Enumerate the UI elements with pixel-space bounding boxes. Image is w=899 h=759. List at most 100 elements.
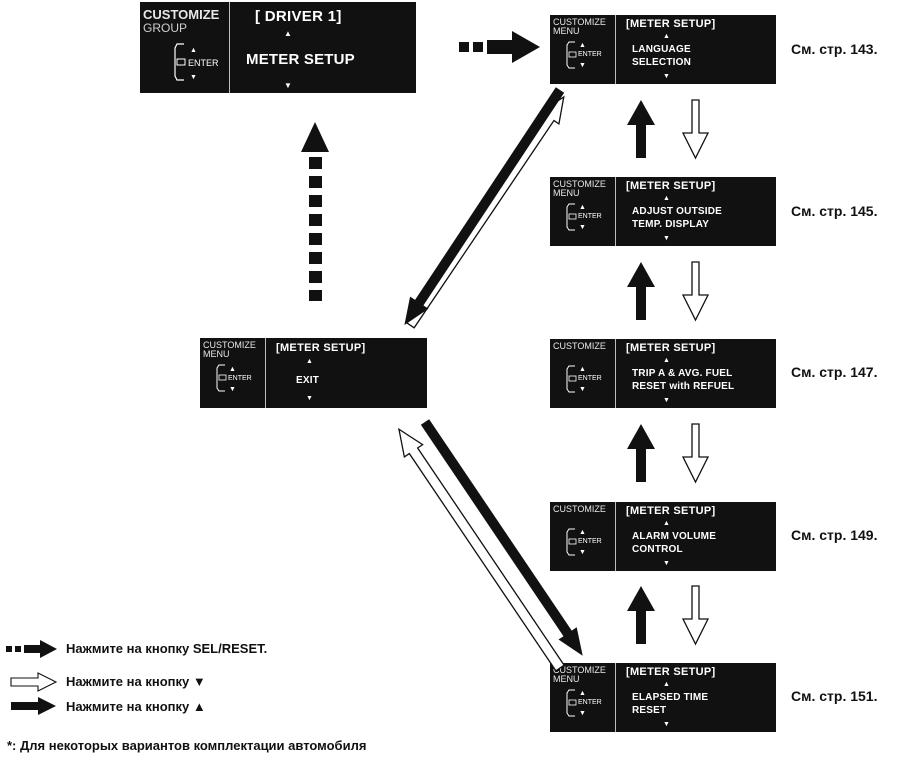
screen-header: [METER SETUP] <box>626 18 716 30</box>
up-triangle-icon: ▲ <box>579 204 586 211</box>
screen-line-2: RESET <box>632 705 667 716</box>
down-triangle-icon: ▼ <box>663 721 670 728</box>
enter-label: ENTER <box>578 538 602 545</box>
customize-group-screen: CUSTOMIZE GROUP ▲ ENTER ▼ [ DRIVER 1] ▲ … <box>140 2 416 93</box>
down-triangle-icon: ▼ <box>229 386 236 393</box>
legend-down-text: Нажмите на кнопку ▼ <box>66 674 206 689</box>
screen-header: [METER SETUP] <box>626 666 716 678</box>
page-reference: См. стр. 149. <box>791 527 878 543</box>
menu-label: MENU <box>553 188 580 198</box>
up-triangle-icon: ▲ <box>284 29 292 38</box>
screen-line-1: TRIP A & AVG. FUEL <box>632 368 733 379</box>
down-triangle-icon: ▼ <box>663 73 670 80</box>
screen-header: [METER SETUP] <box>276 342 366 354</box>
screen-divider <box>229 2 230 93</box>
up-triangle-icon: ▲ <box>663 33 670 40</box>
legend-solid-arrow-icon <box>11 697 56 715</box>
down-triangle-icon: ▼ <box>663 235 670 242</box>
up-triangle-icon: ▲ <box>190 47 197 54</box>
page-reference: См. стр. 145. <box>791 203 878 219</box>
down-triangle-icon: ▼ <box>663 397 670 404</box>
up-triangle-icon: ▲ <box>229 366 236 373</box>
up-triangle-icon: ▲ <box>579 42 586 49</box>
screen-line-1: ADJUST OUTSIDE <box>632 206 723 217</box>
up-triangle-icon: ▲ <box>663 681 670 688</box>
customize-label: CUSTOMIZE <box>553 17 606 27</box>
enter-label: ENTER <box>578 375 602 382</box>
screen-header: [ DRIVER 1] <box>255 8 342 25</box>
up-triangle-icon: ▲ <box>579 690 586 697</box>
down-triangle-icon: ▼ <box>579 710 586 717</box>
page-reference: См. стр. 151. <box>791 688 878 704</box>
up-triangle-icon: ▲ <box>579 366 586 373</box>
screen-line-2: SELECTION <box>632 57 692 68</box>
up-triangle-icon: ▲ <box>306 358 313 365</box>
vertical-arrow-pair <box>627 261 710 322</box>
up-triangle-icon: ▲ <box>663 195 670 202</box>
up-triangle-icon: ▲ <box>579 529 586 536</box>
up-triangle-icon: ▲ <box>663 357 670 364</box>
customize-label: CUSTOMIZE <box>553 341 606 351</box>
screen-header: [METER SETUP] <box>626 342 716 354</box>
customize-label: CUSTOMIZE <box>553 504 606 514</box>
screen-line-1: METER SETUP <box>246 51 355 68</box>
screen-divider <box>265 338 266 408</box>
up-triangle-icon: ▲ <box>663 520 670 527</box>
menu-screen: CUSTOMIZE ▲ ENTER ▼ [METER SETUP] ▲ ALAR… <box>550 502 776 571</box>
group-label: GROUP <box>143 21 188 35</box>
menu-label: MENU <box>553 674 580 684</box>
screen-divider <box>615 502 616 571</box>
screen-line-2: TEMP. DISPLAY <box>632 219 710 230</box>
steering-switch-icon <box>566 528 577 556</box>
dashed-up-arrow <box>301 122 329 301</box>
screen-header: [METER SETUP] <box>626 180 716 192</box>
legend-sel-reset-icon <box>6 640 57 658</box>
enter-label: ENTER <box>578 699 602 706</box>
screen-divider <box>615 15 616 84</box>
legend-hollow-arrow-icon <box>10 672 58 692</box>
down-triangle-icon: ▼ <box>579 549 586 556</box>
screen-line-1: EXIT <box>296 375 320 386</box>
down-triangle-icon: ▼ <box>579 386 586 393</box>
customize-label: CUSTOMIZE <box>143 7 220 22</box>
down-triangle-icon: ▼ <box>190 74 197 81</box>
diagonal-hollow-arrow <box>398 427 566 672</box>
steering-switch-icon <box>566 203 577 231</box>
screen-line-2: CONTROL <box>632 544 683 555</box>
steering-switch-icon <box>566 41 577 69</box>
steering-switch-icon <box>566 689 577 717</box>
steering-switch-icon <box>216 364 227 392</box>
customize-label: CUSTOMIZE <box>553 665 606 675</box>
sel-reset-arrow <box>459 31 540 63</box>
vertical-arrow-pair <box>627 423 710 484</box>
customize-label: CUSTOMIZE <box>203 340 256 350</box>
screen-header: [METER SETUP] <box>626 505 716 517</box>
legend-up-text: Нажмите на кнопку ▲ <box>66 699 206 714</box>
steering-switch-icon <box>566 365 577 393</box>
menu-screen: CUSTOMIZE MENU ▲ ENTER ▼ [METER SETUP] ▲… <box>550 177 776 246</box>
exit-screen: CUSTOMIZE MENU ▲ ENTER ▼ [METER SETUP] ▲… <box>200 338 427 408</box>
vertical-arrow-pair <box>627 99 710 160</box>
menu-label: MENU <box>553 26 580 36</box>
screen-divider <box>615 339 616 408</box>
down-triangle-icon: ▼ <box>284 81 292 90</box>
diagonal-solid-arrow <box>420 419 583 656</box>
screen-divider <box>615 177 616 246</box>
page-reference: См. стр. 147. <box>791 364 878 380</box>
diagonal-solid-arrow <box>404 87 565 326</box>
enter-label: ENTER <box>578 51 602 58</box>
screen-line-1: LANGUAGE <box>632 44 691 55</box>
enter-label: ENTER <box>188 58 219 68</box>
screen-line-1: ALARM VOLUME <box>632 531 717 542</box>
down-triangle-icon: ▼ <box>306 395 313 402</box>
footnote: *: Для некоторых вариантов комплектации … <box>7 738 367 753</box>
page-reference: См. стр. 143. <box>791 41 878 57</box>
down-triangle-icon: ▼ <box>579 62 586 69</box>
legend-sel-reset-text: Нажмите на кнопку SEL/RESET. <box>66 641 268 656</box>
menu-screen: CUSTOMIZE MENU ▲ ENTER ▼ [METER SETUP] ▲… <box>550 15 776 84</box>
screen-line-1: ELAPSED TIME <box>632 692 709 703</box>
down-triangle-icon: ▼ <box>579 224 586 231</box>
menu-screen: CUSTOMIZE MENU ▲ ENTER ▼ [METER SETUP] ▲… <box>550 663 776 732</box>
screen-line-2: RESET with REFUEL <box>632 381 735 392</box>
